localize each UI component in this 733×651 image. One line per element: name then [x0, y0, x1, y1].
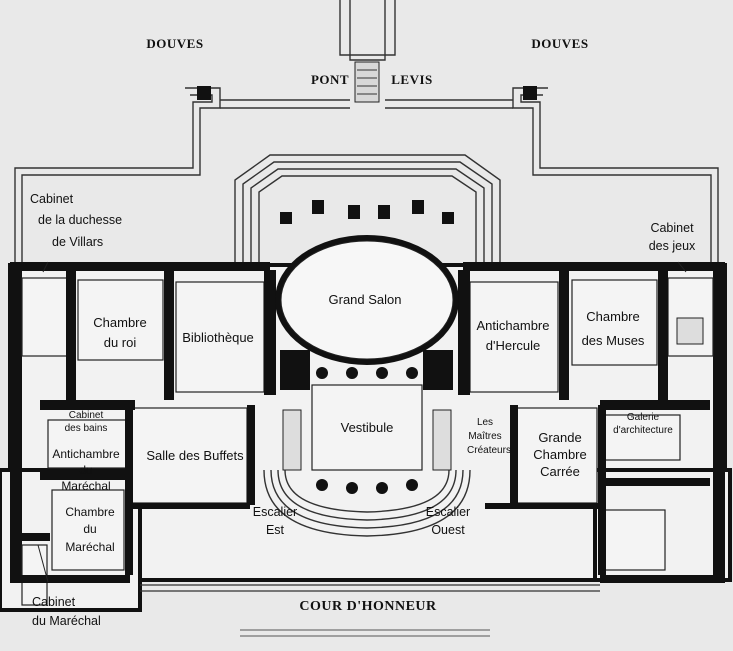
svg-text:Escalier: Escalier: [253, 505, 297, 519]
room-label-cabinet-marechal: Cabinet du Maréchal: [32, 595, 101, 628]
svg-text:Cabinet: Cabinet: [32, 595, 76, 609]
south-entrance-steps: [263, 469, 471, 537]
staircases: [282, 317, 704, 471]
moat-label-left: DOUVES: [146, 36, 203, 51]
svg-text:Maréchal: Maréchal: [61, 479, 110, 493]
svg-text:Antichambre: Antichambre: [52, 447, 120, 461]
svg-text:Maréchal: Maréchal: [65, 540, 114, 554]
svg-text:du: du: [83, 522, 96, 536]
room-label-chambre-muses: Chambre des Muses: [582, 309, 645, 348]
svg-text:Salle des Buffets: Salle des Buffets: [146, 448, 244, 463]
svg-text:Créateurs: Créateurs: [467, 445, 511, 456]
svg-text:du: du: [79, 463, 92, 477]
svg-text:de la duchesse: de la duchesse: [38, 213, 122, 227]
svg-text:Antichambre: Antichambre: [477, 318, 550, 333]
room-label-cabinet-duchesse: Cabinet de la duchesse de Villars: [30, 192, 122, 249]
svg-text:Bibliothèque: Bibliothèque: [182, 330, 254, 345]
svg-text:Chambre: Chambre: [65, 505, 115, 519]
room-label-cabinet-bains: Cabinet des bains: [65, 410, 108, 434]
rooms: [21, 277, 714, 606]
svg-text:Chambre: Chambre: [533, 447, 586, 462]
room-label-cabinet-jeux: Cabinet des jeux: [649, 221, 696, 253]
svg-text:Cabinet: Cabinet: [650, 221, 694, 235]
svg-text:Carrée: Carrée: [540, 464, 580, 479]
svg-text:de Villars: de Villars: [52, 235, 103, 249]
svg-text:des Muses: des Muses: [582, 333, 645, 348]
svg-text:Cabinet: Cabinet: [30, 192, 74, 206]
room-label-maitres-createurs: Les Maîtres Créateurs: [467, 417, 511, 456]
courtyard-lines: [140, 584, 600, 637]
svg-text:du roi: du roi: [104, 335, 137, 350]
svg-text:d'architecture: d'architecture: [613, 425, 673, 436]
walls: [10, 262, 725, 583]
svg-text:Grand Salon: Grand Salon: [329, 292, 402, 307]
room-label-escalier-ouest: Escalier Ouest: [426, 505, 470, 537]
svg-text:du Maréchal: du Maréchal: [32, 614, 101, 628]
svg-text:Maîtres: Maîtres: [468, 431, 501, 442]
svg-text:Ouest: Ouest: [431, 523, 465, 537]
room-label-bibliotheque: Bibliothèque: [182, 330, 254, 345]
bridge-label-right: LEVIS: [391, 72, 433, 87]
svg-text:Les: Les: [477, 417, 493, 428]
courtyard-label: COUR D'HONNEUR: [299, 599, 437, 614]
svg-text:Escalier: Escalier: [426, 505, 470, 519]
moat-outline: [14, 0, 719, 270]
vestibule-columns: [316, 367, 418, 494]
svg-text:Cabinet: Cabinet: [69, 410, 104, 421]
svg-text:Grande: Grande: [538, 430, 581, 445]
north-terrace-steps: [234, 154, 501, 265]
room-label-antichambre-hercule: Antichambre d'Hercule: [477, 318, 550, 353]
grand-salon-oval: [275, 200, 459, 365]
moat-label-right: DOUVES: [531, 36, 588, 51]
svg-text:des jeux: des jeux: [649, 239, 696, 253]
room-label-salle-buffets: Salle des Buffets: [146, 448, 244, 463]
svg-text:des bains: des bains: [65, 423, 108, 434]
svg-text:Est: Est: [266, 523, 285, 537]
room-label-antichambre-marechal: Antichambre du Maréchal: [52, 447, 120, 493]
room-label-grande-chambre: Grande Chambre Carrée: [533, 430, 586, 479]
svg-text:Vestibule: Vestibule: [341, 420, 394, 435]
drawbridge: [197, 61, 537, 103]
bridge-label-left: PONT: [311, 72, 349, 87]
svg-text:Chambre: Chambre: [586, 309, 639, 324]
room-label-galerie-architecture: Galerie d'architecture: [613, 412, 673, 436]
room-label-chambre-roi: Chambre du roi: [93, 315, 146, 350]
room-label-grand-salon: Grand Salon: [329, 292, 402, 307]
svg-text:Chambre: Chambre: [93, 315, 146, 330]
svg-text:Galerie: Galerie: [627, 412, 660, 423]
leader-lines: [37, 261, 687, 583]
room-label-escalier-est: Escalier Est: [253, 505, 297, 537]
room-label-chambre-marechal: Chambre du Maréchal: [65, 505, 115, 554]
svg-text:d'Hercule: d'Hercule: [486, 338, 541, 353]
room-label-vestibule: Vestibule: [341, 420, 394, 435]
